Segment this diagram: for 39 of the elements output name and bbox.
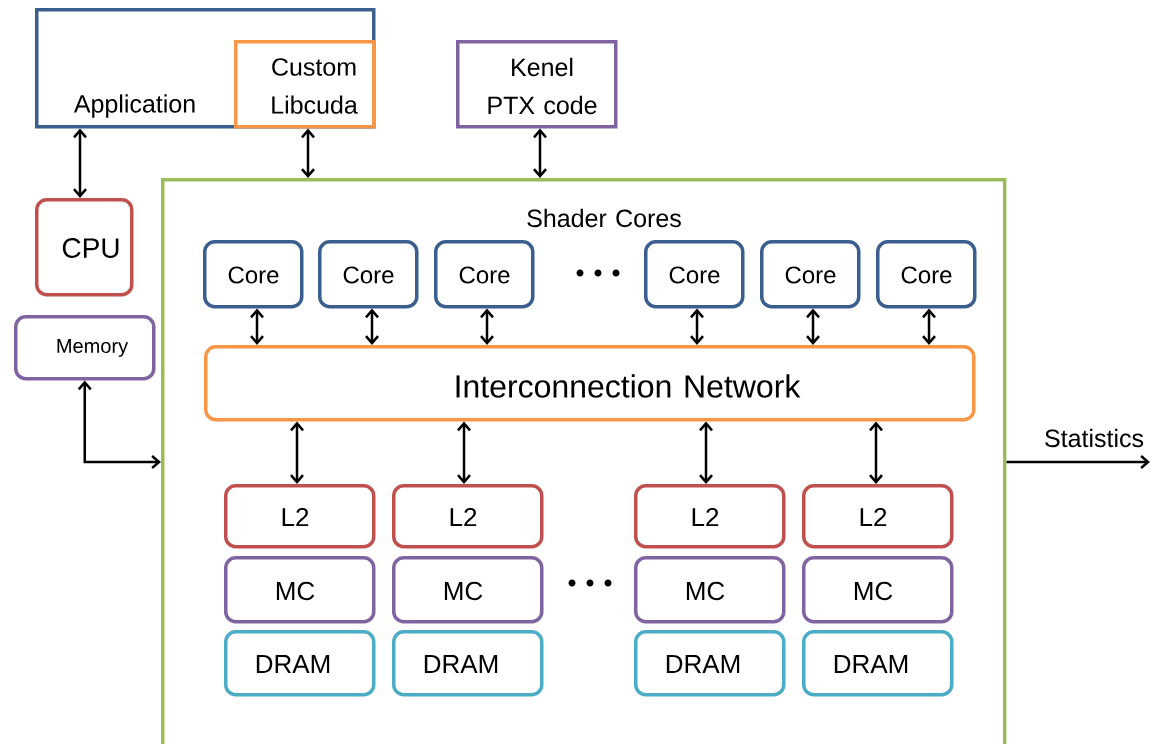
arrow	[869, 421, 883, 484]
cache-box: L2	[802, 484, 954, 549]
arrow	[290, 421, 304, 484]
arrow	[73, 128, 87, 198]
arrow	[1006, 455, 1150, 469]
dram-box: DRAM	[392, 630, 544, 697]
interconnect-box: Interconnection Network	[204, 345, 976, 422]
core-box: Core	[318, 240, 419, 309]
arrow	[301, 128, 315, 178]
controller-box: MC	[802, 556, 954, 624]
dram-box: DRAM	[224, 630, 376, 697]
cache-box: L2	[224, 484, 376, 549]
memory-box: Memory	[14, 315, 156, 381]
cache-box: L2	[634, 484, 786, 549]
controller-box: MC	[224, 556, 376, 624]
arrow	[250, 308, 264, 345]
arrow	[480, 308, 494, 345]
controller-box: MC	[634, 556, 786, 624]
core-box: Core	[434, 240, 535, 309]
arrow	[922, 308, 936, 345]
core-box: Core	[760, 240, 861, 309]
library-box: Custom Libcuda	[234, 40, 376, 129]
core-box: Core	[203, 240, 304, 309]
arrow	[806, 308, 820, 345]
core-box: Core	[644, 240, 745, 309]
core-box: Core	[876, 240, 977, 309]
arrow	[699, 421, 713, 484]
cache-box: L2	[392, 484, 544, 549]
dram-box: DRAM	[634, 630, 786, 697]
controller-box: MC	[392, 556, 544, 624]
arrow	[533, 128, 547, 178]
kernel-box: Kenel PTX code	[456, 40, 618, 129]
arrow	[690, 308, 704, 345]
dram-box: DRAM	[802, 630, 954, 697]
arrow	[365, 308, 379, 345]
arrow	[77, 380, 161, 469]
cpu-box: CPU	[35, 198, 134, 297]
edge-label: Statistics	[1043, 427, 1146, 449]
arrow	[457, 421, 471, 484]
